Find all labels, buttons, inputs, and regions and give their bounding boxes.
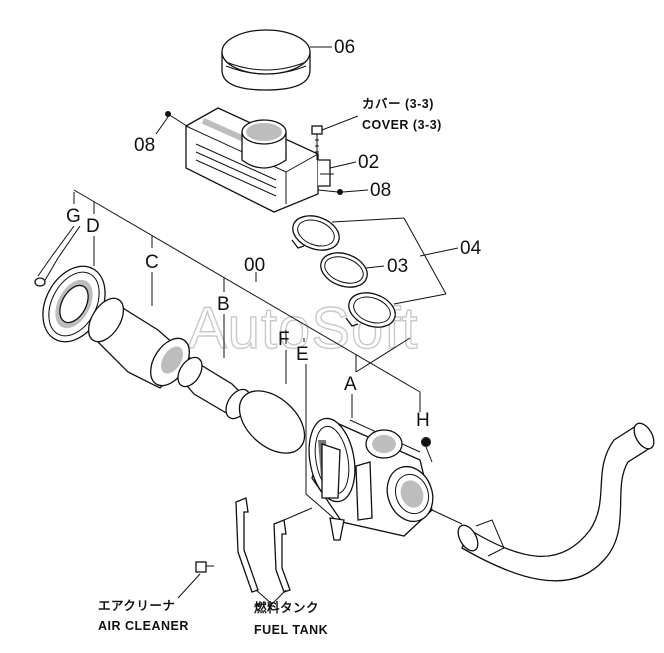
label-02: 02 [358, 152, 379, 173]
mount-bolt [195, 561, 214, 573]
leader-main [73, 189, 421, 393]
label-F: F [278, 329, 290, 350]
label-D: D [86, 216, 100, 237]
label-E: E [296, 344, 309, 365]
label-B: B [217, 294, 230, 315]
label-03: 03 [387, 256, 408, 277]
label-04: 04 [460, 238, 482, 259]
bolt-08-right [337, 189, 343, 195]
label-H: H [416, 410, 430, 431]
lower-clamp [345, 292, 396, 328]
fuel-tank-note-jp: 燃料タンク [254, 600, 319, 615]
label-08-right: 08 [370, 180, 391, 201]
inner-element-B [177, 356, 251, 420]
intake-hose [457, 422, 655, 582]
mounting-brackets [235, 497, 291, 605]
air-cleaner-note-en: AIR CLEANER [98, 619, 189, 633]
upper-clamp [291, 215, 340, 251]
fuel-tank-note-en: FUEL TANK [254, 623, 328, 637]
end-cover-D [42, 265, 106, 343]
label-A: A [344, 374, 357, 395]
cover-note-jp: カバー (3-3) [362, 97, 434, 111]
gasket-F [238, 390, 306, 454]
label-08-left: 08 [134, 135, 155, 156]
hose-connector [320, 252, 368, 288]
label-C: C [145, 252, 159, 273]
intake-elbow-housing [185, 107, 319, 213]
label-00: 00 [244, 255, 265, 276]
precleaner-cap [221, 29, 311, 91]
label-G: G [66, 206, 81, 227]
label-06: 06 [334, 37, 355, 58]
bracket [318, 159, 334, 187]
cord-G [34, 225, 81, 287]
air-cleaner-housing [308, 417, 434, 541]
cover-note-en: COVER (3-3) [362, 118, 442, 132]
air-cleaner-note-jp: エアクリーナ [98, 599, 175, 613]
indicator-H [421, 437, 431, 447]
